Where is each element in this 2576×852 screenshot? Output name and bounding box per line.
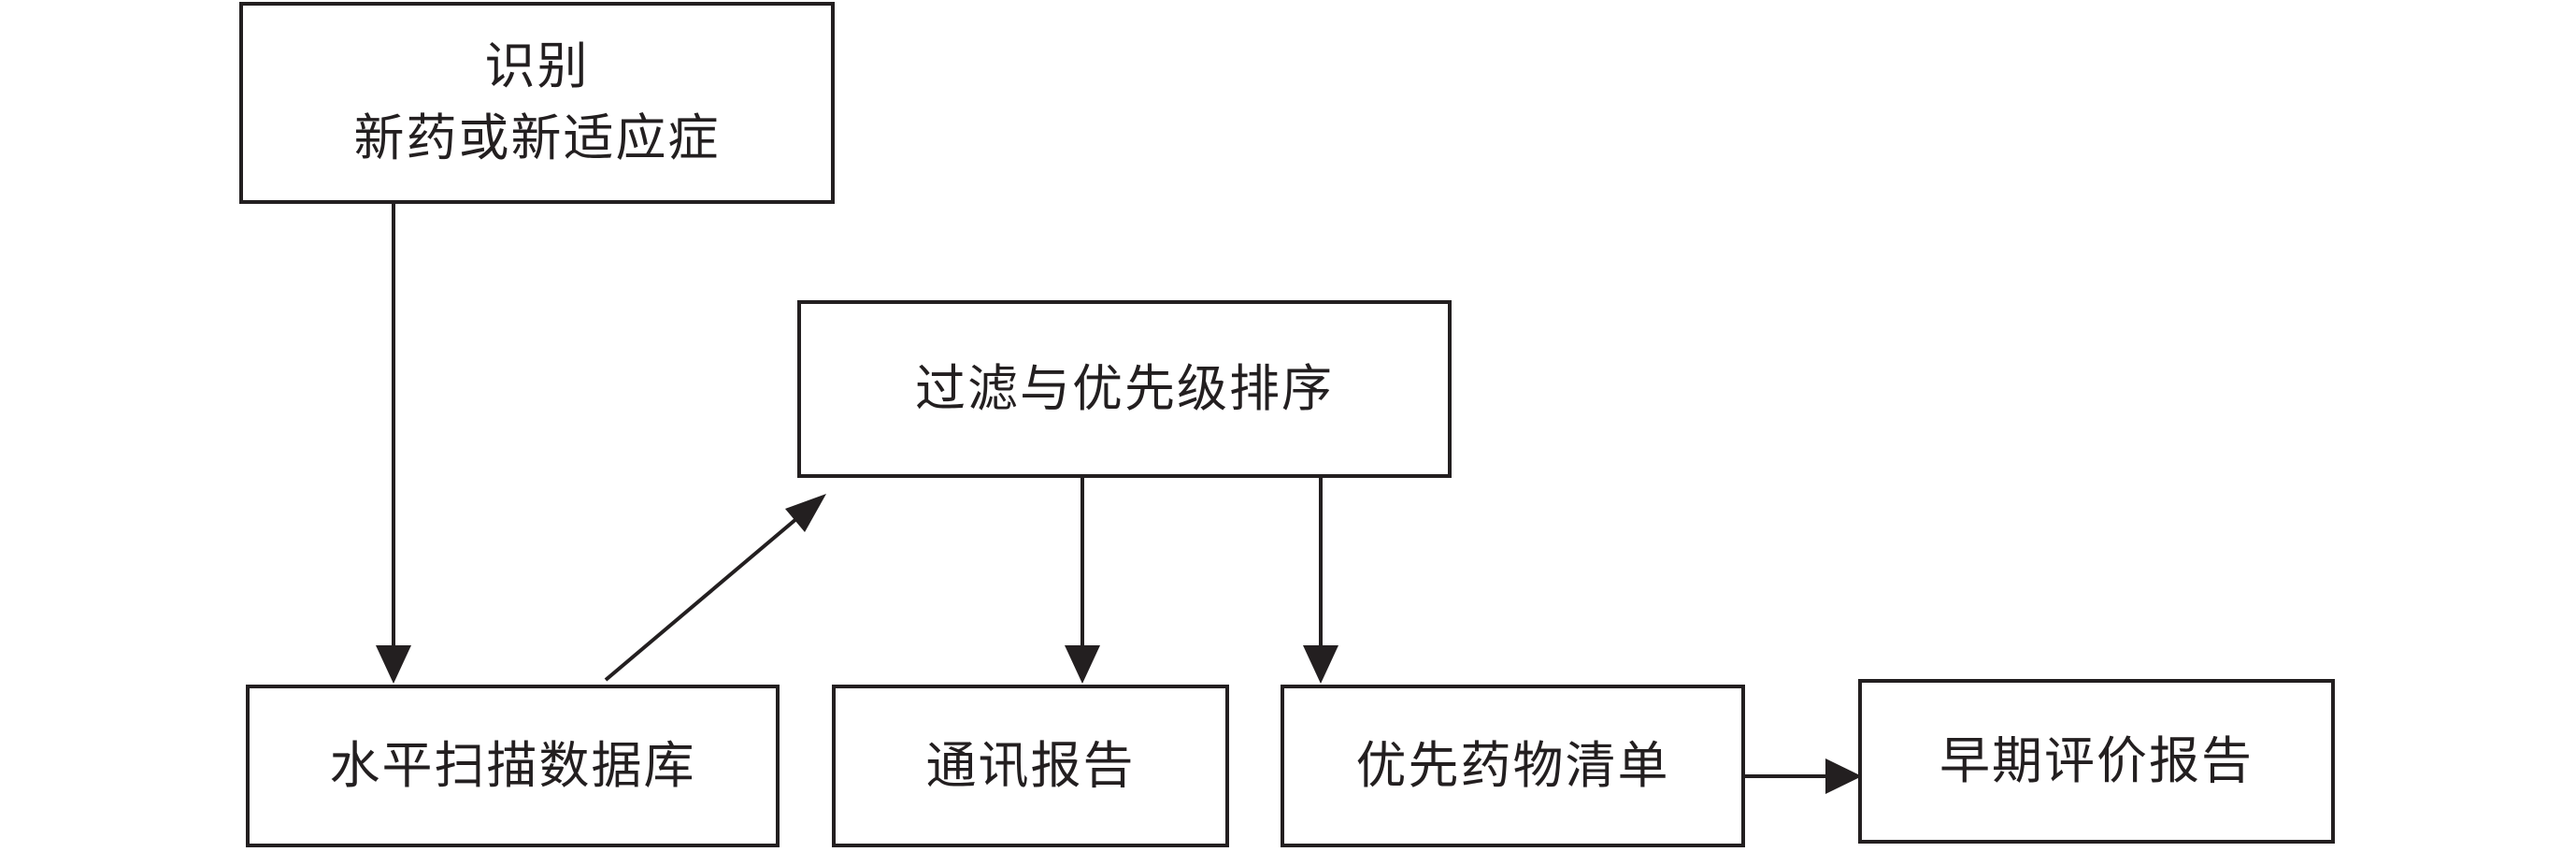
node-filter-label: 过滤与优先级排序 xyxy=(915,358,1334,418)
node-newsletter-label: 通讯报告 xyxy=(925,735,1136,795)
node-priority-drug-list: 优先药物清单 xyxy=(1281,685,1745,847)
node-early-evaluation-report: 早期评价报告 xyxy=(1858,679,2335,844)
arrowhead-up-right-icon xyxy=(785,494,826,532)
arrow-priority-to-early xyxy=(1745,758,1862,794)
node-filter-prioritize: 过滤与优先级排序 xyxy=(797,300,1452,478)
arrow-identify-to-database xyxy=(376,204,411,684)
node-horizon-scan-database: 水平扫描数据库 xyxy=(246,685,780,847)
arrow-database-to-filter xyxy=(604,494,826,682)
node-identify-line1: 识别 xyxy=(484,36,590,96)
arrowhead-down-icon xyxy=(1303,645,1338,684)
arrowhead-right-icon xyxy=(1825,758,1862,794)
node-early-label: 早期评价报告 xyxy=(1939,730,2254,790)
arrow-filter-to-newsletter xyxy=(1065,478,1100,684)
node-identify-new-drug: 识别 新药或新适应症 xyxy=(239,2,835,204)
node-identify-line2: 新药或新适应症 xyxy=(353,108,721,167)
arrow-filter-to-priority xyxy=(1303,478,1338,684)
arrowhead-down-icon xyxy=(1065,645,1100,684)
arrowhead-down-icon xyxy=(376,645,411,684)
node-newsletter-report: 通讯报告 xyxy=(832,685,1229,847)
node-priority-label: 优先药物清单 xyxy=(1355,735,1670,795)
node-database-label: 水平扫描数据库 xyxy=(329,735,696,795)
